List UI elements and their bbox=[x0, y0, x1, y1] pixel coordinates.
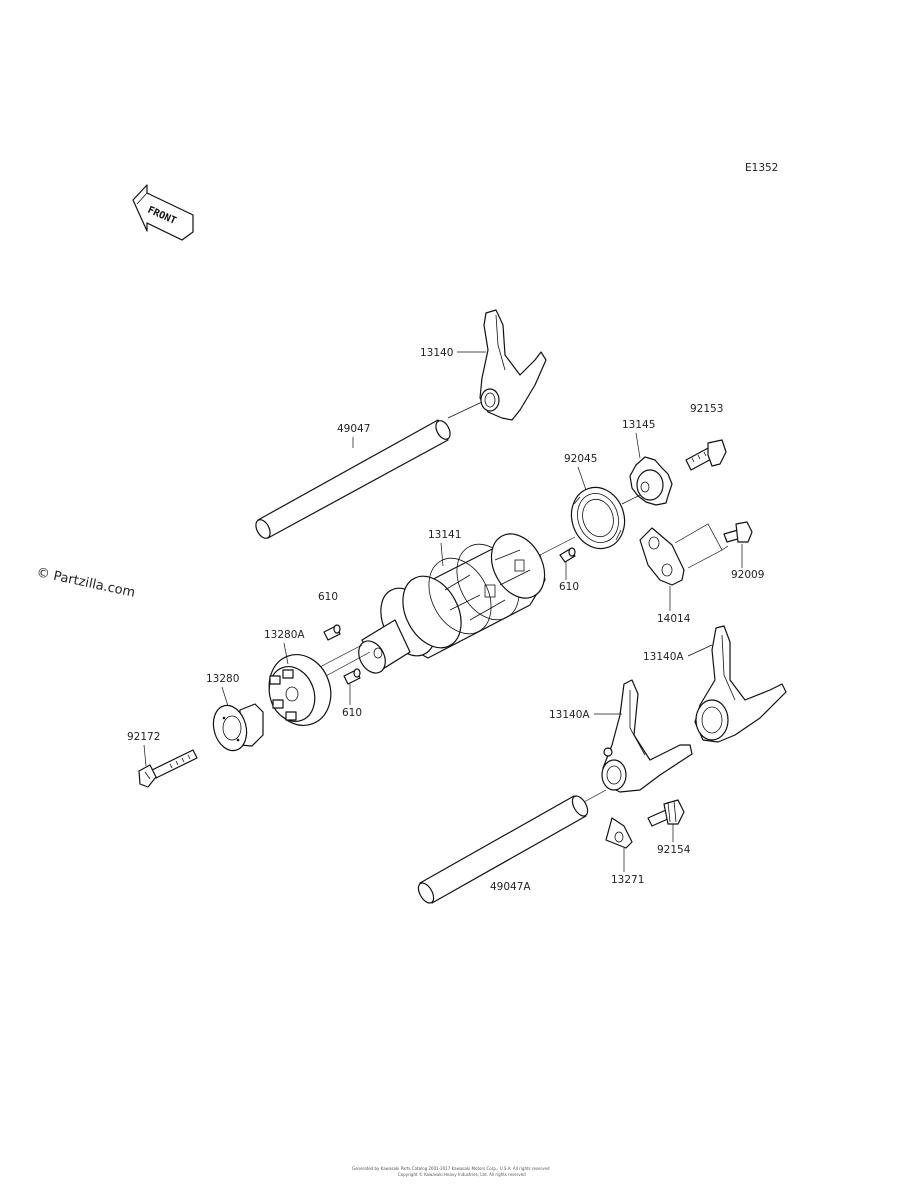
pin-right-610 bbox=[559, 547, 576, 563]
callout-cam: 13280 bbox=[206, 673, 239, 685]
callout-bolt-top-right: 92153 bbox=[690, 403, 723, 415]
bolt-92154 bbox=[647, 799, 685, 827]
bolt-92153 bbox=[685, 439, 727, 471]
callout-stopper: 13271 bbox=[611, 874, 644, 886]
callout-bolt-right: 92009 bbox=[731, 569, 764, 581]
bolt-92172 bbox=[138, 749, 198, 788]
callout-pin-top: 610 bbox=[318, 591, 338, 603]
diagram-code: E1352 bbox=[745, 162, 778, 174]
callout-plate: 14014 bbox=[657, 613, 691, 625]
footer-line-1: Generated by Kawasaki Parts Catalog 2001… bbox=[352, 1166, 550, 1171]
shift-rod-upper bbox=[255, 419, 451, 539]
callout-fork-right: 13140A bbox=[643, 651, 684, 663]
callout-drum: 13141 bbox=[428, 529, 461, 541]
callout-shaft-lower: 49047A bbox=[490, 881, 531, 893]
callout-fork-upper: 13140 bbox=[420, 347, 453, 359]
front-arrow-icon: FRONT bbox=[132, 184, 194, 241]
pin-holder-13280A bbox=[268, 654, 332, 726]
callout-bolt-left: 92172 bbox=[127, 731, 160, 743]
cam-plate-13145 bbox=[629, 456, 673, 506]
shift-fork-right bbox=[694, 625, 787, 743]
shift-fork-upper bbox=[479, 309, 547, 421]
bearing-92045 bbox=[570, 486, 626, 550]
callout-shaft-upper: 49047 bbox=[337, 423, 370, 435]
callout-fork-lower: 13140A bbox=[549, 709, 590, 721]
callout-bearing: 92045 bbox=[564, 453, 597, 465]
callout-bolt-lower: 92154 bbox=[657, 844, 691, 856]
callout-pin-holder: 13280A bbox=[264, 629, 305, 641]
shift-rod-lower bbox=[417, 795, 589, 904]
callout-cam-plate: 13145 bbox=[622, 419, 655, 431]
shift-fork-lower bbox=[601, 679, 693, 793]
pin-lower-610 bbox=[343, 668, 361, 685]
plate-14014 bbox=[639, 527, 685, 586]
watermark: © Partzilla.com bbox=[35, 565, 136, 601]
callout-pin-right: 610 bbox=[559, 581, 579, 593]
pin-top-610 bbox=[323, 624, 341, 641]
cam-13280 bbox=[212, 703, 264, 752]
shift-drum-13141 bbox=[358, 533, 546, 674]
stopper-13271 bbox=[605, 817, 633, 849]
bolt-92009 bbox=[723, 521, 753, 543]
callouts: 13140 49047 92153 13145 92045 13141 610 … bbox=[127, 347, 764, 893]
callout-pin-lower: 610 bbox=[342, 707, 362, 719]
footer-line-2: Copyright © Kawasaki Heavy Industries, L… bbox=[398, 1172, 526, 1177]
